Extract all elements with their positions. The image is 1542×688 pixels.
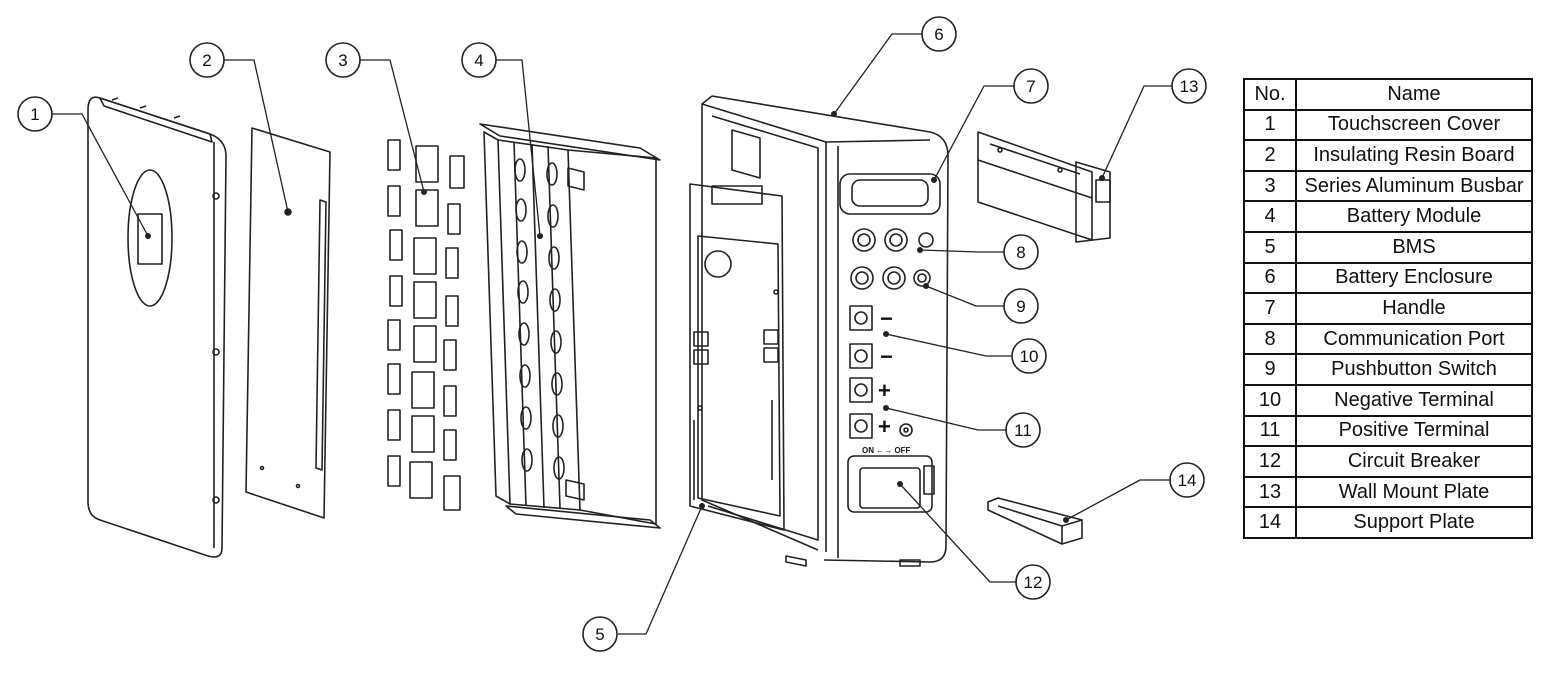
cell-name: Handle [1295,292,1533,325]
callout-8: 8 [1003,234,1039,270]
svg-text:1: 1 [30,105,39,124]
svg-text:10: 10 [1020,347,1039,366]
cell-name: Communication Port [1295,322,1533,356]
cell-no: 9 [1243,353,1297,386]
cell-no: 13 [1243,475,1297,509]
cell-no: 3 [1243,169,1297,203]
callout-13: 13 [1171,68,1207,104]
cell-name: Support Plate [1295,506,1533,539]
svg-text:5: 5 [595,625,604,644]
cell-name: BMS [1295,230,1533,264]
callouts: 1 2 3 4 5 6 7 8 9 10 11 12 13 14 [17,16,1207,652]
cell-no: 2 [1243,139,1297,172]
cell-no: 10 [1243,383,1297,417]
cell-no: 12 [1243,445,1297,478]
svg-text:14: 14 [1178,471,1197,490]
cell-name: Negative Terminal [1295,383,1533,417]
minus-sign: − [880,306,893,331]
callout-9: 9 [1003,288,1039,324]
callout-10: 10 [1011,338,1047,374]
bms-board [689,183,785,531]
plus-sign-2: + [878,414,891,439]
minus-sign-2: − [880,344,893,369]
cell-name: Series Aluminum Busbar [1295,169,1533,203]
callout-12: 12 [1015,564,1051,600]
svg-text:3: 3 [338,51,347,70]
svg-text:7: 7 [1026,77,1035,96]
callout-1: 1 [17,96,53,132]
svg-text:6: 6 [934,25,943,44]
cell-no: 7 [1243,292,1297,325]
parts-table-header: No. Name [1243,78,1533,111]
callout-5: 5 [582,616,618,652]
panel-markings: − − + + ON ←→ OFF [862,306,911,455]
callout-7: 7 [1013,68,1049,104]
cell-name: Positive Terminal [1295,414,1533,448]
cell-name: Wall Mount Plate [1295,475,1533,509]
breaker-label: ON ←→ OFF [862,446,911,455]
cell-no: 1 [1243,108,1297,142]
cell-name: Battery Enclosure [1295,261,1533,295]
callout-4: 4 [461,42,497,78]
cell-no: 5 [1243,230,1297,264]
cell-name: Battery Module [1295,200,1533,233]
svg-text:8: 8 [1016,243,1025,262]
svg-text:2: 2 [202,51,211,70]
callout-2: 2 [189,42,225,78]
svg-text:4: 4 [474,51,483,70]
touchscreen-cover [87,96,227,558]
leader-lines [52,33,1172,635]
cell-no: 8 [1243,322,1297,356]
cell-no: 14 [1243,506,1297,539]
battery-module [479,123,661,529]
callout-3: 3 [325,42,361,78]
callout-14: 14 [1169,462,1205,498]
cell-name: Circuit Breaker [1295,445,1533,478]
svg-text:13: 13 [1180,77,1199,96]
cell-name: Insulating Resin Board [1295,139,1533,172]
callout-11: 11 [1005,412,1041,448]
header-no: No. [1243,78,1297,111]
header-name: Name [1295,78,1533,111]
cell-no: 4 [1243,200,1297,233]
svg-text:11: 11 [1014,421,1032,440]
insulating-resin-board [245,127,331,519]
cell-no: 6 [1243,261,1297,295]
cell-no: 11 [1243,414,1297,448]
battery-enclosure [701,95,949,567]
support-plate [987,497,1083,545]
cell-name: Touchscreen Cover [1295,108,1533,142]
callout-6: 6 [921,16,957,52]
leader-dots [145,111,1105,523]
wall-mount-plate [977,131,1111,243]
cell-name: Pushbutton Switch [1295,353,1533,386]
plus-sign: + [878,378,891,403]
svg-text:9: 9 [1016,297,1025,316]
series-aluminum-busbar [387,139,465,511]
svg-text:12: 12 [1024,573,1043,592]
